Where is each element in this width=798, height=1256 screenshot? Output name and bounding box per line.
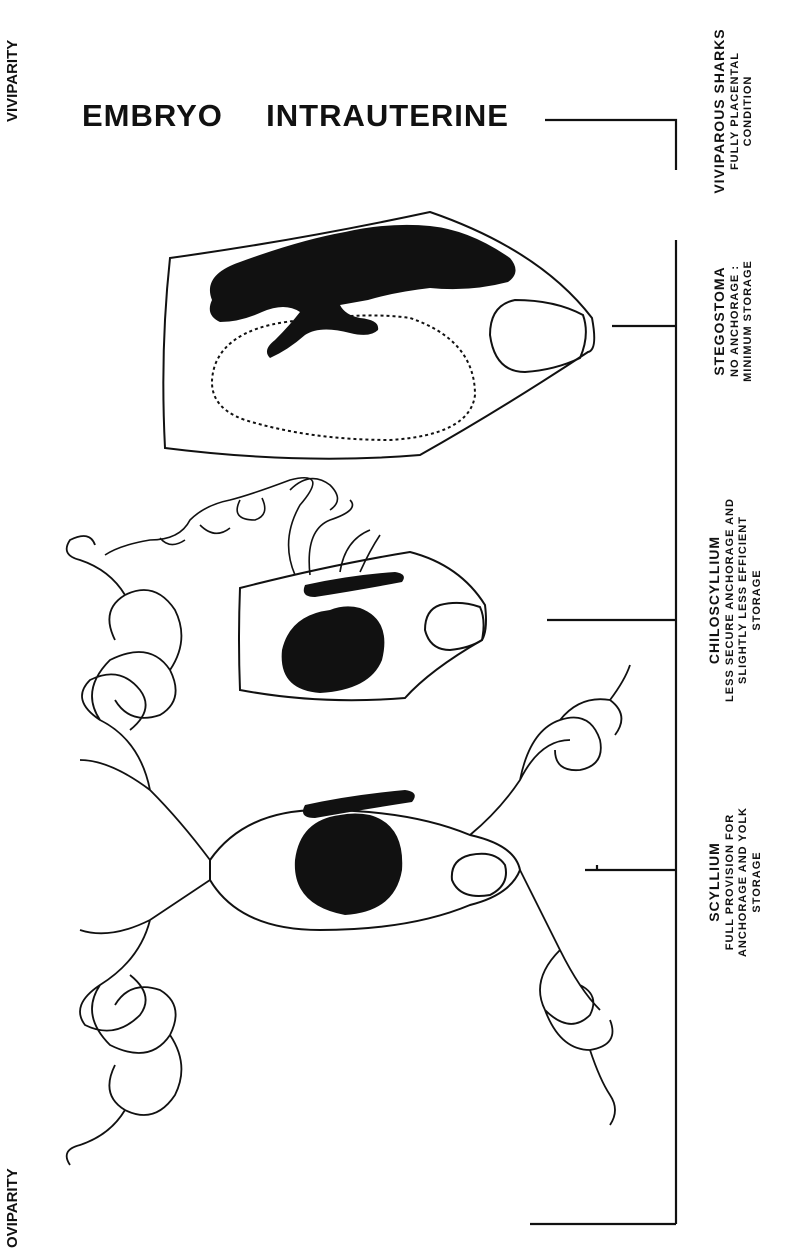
stage-label-chiloscyllium: CHILOSCYLLIUM LESS SECURE ANCHORAGE AND … [706,478,765,722]
stage-desc-line: NO ANCHORAGE : [729,236,743,406]
stage-desc-line: MINIMUM STORAGE [742,236,756,406]
stage-label-stegostoma: STEGOSTOMA NO ANCHORAGE : MINIMUM STORAG… [711,236,756,406]
stage-name: CHILOSCYLLIUM [706,478,724,722]
chiloscyllium-oval [425,603,484,650]
stage-name: SCYLLIUM [706,782,724,982]
stegostoma-egg [163,212,594,459]
stage-label-scyllium: SCYLLIUM FULL PROVISION FOR ANCHORAGE AN… [706,782,765,982]
stage-desc-line: CONDITION [742,0,756,222]
stage-desc-line: SLIGHTLY LESS EFFICIENT [737,478,751,722]
stage-desc-line: ANCHORAGE AND YOLK [737,782,751,982]
scyllium-yolk [295,814,402,916]
leader-scyllium [585,865,676,870]
stage-desc-line: FULLY PLACENTAL [729,0,743,222]
bracket-top [545,120,676,170]
stage-desc-line: STORAGE [751,478,765,722]
chiloscyllium-tendrils [105,478,380,575]
stage-desc-line: FULL PROVISION FOR [724,782,738,982]
stage-name: VIVIPAROUS SHARKS [711,0,729,222]
stage-name: STEGOSTOMA [711,236,729,406]
stage-desc-line: STORAGE [751,782,765,982]
scyllium-oval [452,854,506,896]
stage-label-viviparous-sharks: VIVIPAROUS SHARKS FULLY PLACENTAL CONDIT… [711,0,756,222]
stegostoma-yolk-outline [212,315,475,440]
chiloscyllium-egg [105,478,486,700]
chiloscyllium-embryo-bar [304,572,404,597]
stage-desc-line: LESS SECURE ANCHORAGE AND [724,478,738,722]
stegostoma-oval [490,300,586,372]
chiloscyllium-yolk [282,606,385,693]
